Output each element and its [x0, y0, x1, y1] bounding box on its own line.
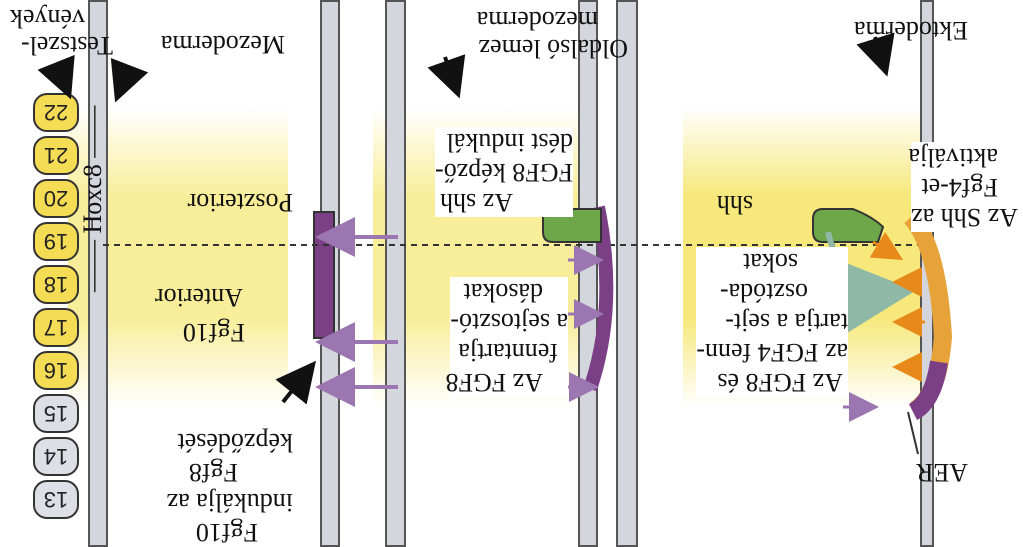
somite-pointer	[37, 54, 75, 100]
panel3-top-text: Az Shh az Fgf4-et aktiválja	[908, 142, 1018, 232]
panel2-bottom-text: Az FGF8 fenntartja a sejtosztó- dásokat	[445, 277, 568, 397]
panel3-top-line0: Az Shh az	[911, 203, 1018, 232]
panel3-top-line1: Fgf4-et	[921, 173, 998, 202]
panel2-fgf8-bulge	[583, 205, 614, 392]
panel3-bottom-line4: sokat	[743, 248, 798, 277]
panel2-bottom-line1: fenntartja	[458, 338, 558, 367]
panel1-text-block: Fgf10 indukálja az Fgf8 képződését	[167, 427, 298, 547]
panel1-text-line1: indukálja az	[166, 488, 293, 517]
ectoderm-label: Ektoderma	[853, 16, 968, 45]
posterior-label: Poszterior	[187, 188, 293, 217]
panel3-bottom-line0: Az FGF8 és	[717, 368, 843, 397]
aer-label: AER	[916, 458, 968, 487]
panel3-bottom-line2: tartja a sejt-	[725, 308, 848, 337]
somites-title-line2: vények	[9, 4, 85, 33]
panel3-bottom-text: Az FGF8 és az FGF4 fenn- tartja a sejt- …	[696, 247, 848, 397]
fgf10-label: Fgf10	[182, 318, 245, 347]
panel3-shh-zone	[812, 208, 885, 243]
hox-label: —— Hoxc8 ——	[78, 105, 107, 292]
panel1-fgf10-arrows	[315, 217, 398, 407]
aer-pointer	[907, 411, 919, 455]
panel3-top-line2: aktiválja	[908, 143, 998, 172]
mesoderm-pointer	[110, 57, 149, 103]
panel3-aer-purple	[908, 360, 948, 421]
panel3-orange-arrows	[869, 231, 925, 382]
lateral-plate-line1: Oldalsó lemez	[478, 34, 628, 63]
panel3-bottom-line1: az FGF4 fenn-	[696, 338, 848, 367]
panel2-bottom-line2: a sejtosztó-	[450, 308, 568, 337]
panel2-top-line2: dést indukál	[446, 128, 573, 157]
lateral-plate-line2: mezoderma	[476, 6, 598, 35]
ectoderm-pointer	[856, 32, 895, 77]
panel1-text-pointer	[275, 360, 316, 405]
anterior-label: Anterior	[154, 283, 243, 312]
panel2-small-arrows	[568, 245, 604, 402]
panel2-top-text: Az shh FGF8 képző- dést indukál	[435, 127, 573, 217]
panel1-text-line2: Fgf8	[188, 458, 238, 487]
panel1-text-line0: Fgf10	[195, 518, 258, 547]
mesoderm-label: Mezoderma	[160, 30, 285, 59]
panel2-bottom-line3: dásokat	[463, 278, 543, 307]
panel2-top-line0: Az shh	[440, 188, 513, 217]
panel2-bottom-line0: Az FGF8	[445, 368, 543, 397]
shh-label: shh	[716, 190, 753, 219]
panel3-bottom-line3: osztóda-	[719, 278, 808, 307]
lateral-plate-pointer	[427, 54, 466, 99]
panel2-top-line1: FGF8 képző-	[435, 158, 573, 187]
somites-title-line1: Testszel-	[20, 31, 113, 60]
panel3-shh-to-aer-arrow	[825, 231, 916, 333]
panel1-text-line3: képződését	[177, 428, 293, 457]
